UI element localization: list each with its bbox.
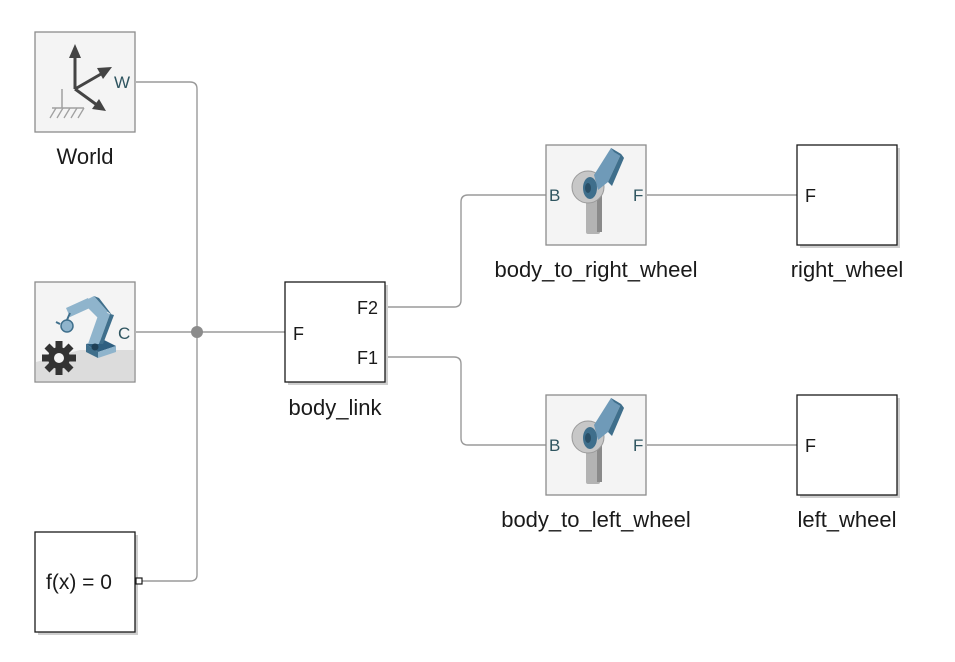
right-joint-label: body_to_right_wheel xyxy=(494,257,697,282)
gear-icon xyxy=(42,341,76,375)
wire-f2-to-right-joint[interactable] xyxy=(386,194,546,308)
wire-f1-to-left-joint[interactable] xyxy=(386,356,546,446)
body-link-port-f: F xyxy=(293,324,304,344)
right-wheel-label: right_wheel xyxy=(791,257,904,282)
body-link-label: body_link xyxy=(289,395,383,420)
body-link-block[interactable]: F F2 F1 xyxy=(284,281,388,385)
world-block[interactable]: W xyxy=(34,31,136,133)
left-wheel-port-f: F xyxy=(805,436,816,456)
config-block[interactable]: C xyxy=(34,281,136,383)
world-frame-icon xyxy=(49,44,112,119)
right-wheel-port-f: F xyxy=(805,186,816,206)
mechanism-configuration-icon xyxy=(55,296,116,358)
revolute-joint-icon xyxy=(571,148,624,234)
right-joint-port-f: F xyxy=(633,186,643,205)
connection-lines xyxy=(136,81,797,582)
body-link-port-f1: F1 xyxy=(357,348,378,368)
left-wheel-label: left_wheel xyxy=(797,507,896,532)
left-wheel-block[interactable]: F xyxy=(796,394,900,498)
branch-junction xyxy=(191,326,203,338)
right-joint-block[interactable]: B F xyxy=(545,144,647,246)
left-joint-port-f: F xyxy=(633,436,643,455)
config-port-c: C xyxy=(118,324,130,343)
world-label: World xyxy=(56,144,113,169)
solver-port[interactable] xyxy=(135,577,143,585)
solver-expression: f(x) = 0 xyxy=(46,571,112,594)
left-joint-port-b: B xyxy=(549,436,560,455)
left-joint-block[interactable]: B F xyxy=(545,394,647,496)
left-joint-label: body_to_left_wheel xyxy=(501,507,691,532)
body-link-port-f2: F2 xyxy=(357,298,378,318)
right-wheel-block[interactable]: F xyxy=(796,144,900,248)
revolute-joint-icon xyxy=(571,398,624,484)
solver-block[interactable]: f(x) = 0 xyxy=(34,531,143,635)
world-port-w: W xyxy=(114,73,130,92)
right-joint-port-b: B xyxy=(549,186,560,205)
